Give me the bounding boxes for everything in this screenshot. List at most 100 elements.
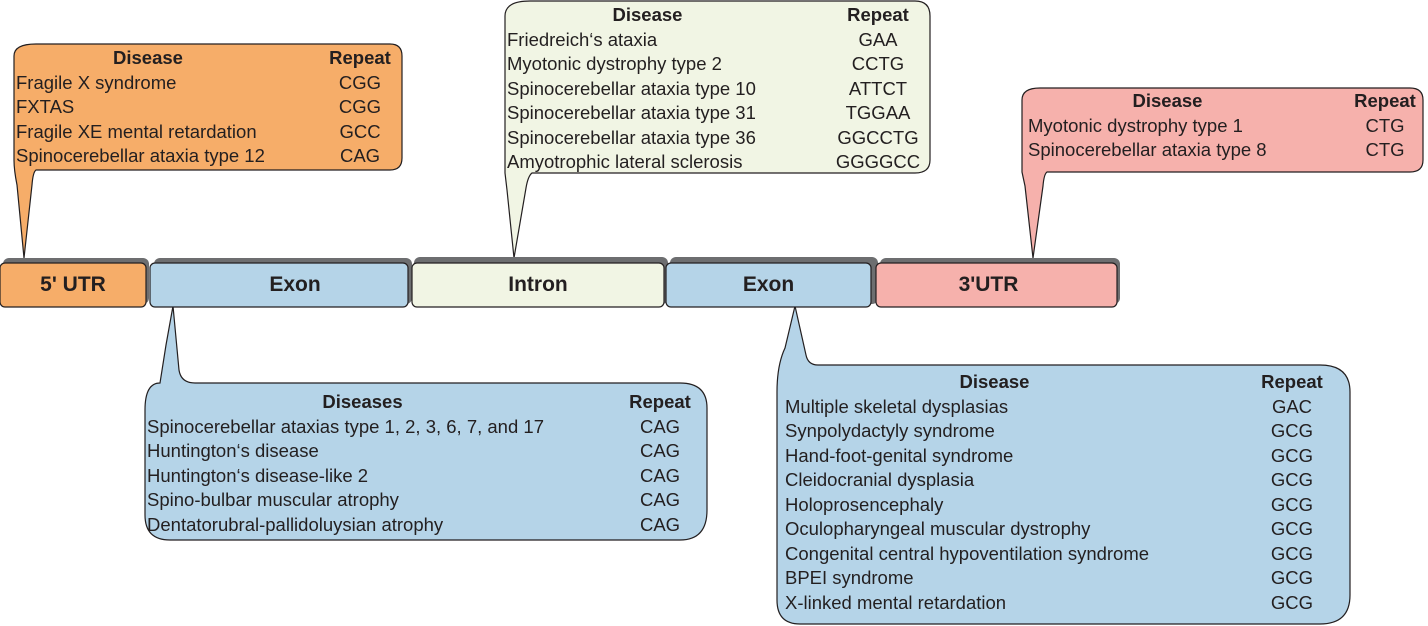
table-row: Huntington‘s disease-like 2 CAG (147, 464, 702, 489)
disease-name: Spino-bulbar muscular atrophy (147, 489, 399, 510)
table-row: BPEI syndrome GCG (785, 566, 1340, 591)
repeat-sequence: GCG (1270, 518, 1314, 539)
table-row: Myotonic dystrophy type 1 CTG (1028, 114, 1423, 139)
disease-name: Spinocerebellar ataxia type 36 (507, 126, 756, 148)
table-row: Oculopharyngeal muscular dystrophy GCG (785, 517, 1340, 542)
column-header-repeat: Repeat (1354, 90, 1416, 111)
segment-utr3 (875, 262, 1118, 308)
disease-name: Spinocerebellar ataxia type 31 (507, 102, 756, 123)
column-header-repeat: Repeat (329, 47, 391, 68)
column-header-repeat: Repeat (629, 391, 691, 412)
disease-name: Spinocerebellar ataxias type 1, 2, 3, 6,… (147, 415, 544, 437)
disease-name: Spinocerebellar ataxia type 10 (507, 77, 756, 99)
callout-utr5-shape (13, 43, 403, 259)
disease-name: BPEI syndrome (785, 567, 914, 588)
repeat-sequence: GCG (1270, 567, 1314, 588)
table-row: Spinocerebellar ataxias type 1, 2, 3, 6,… (147, 415, 702, 440)
segment-label-utr5: 5' UTR (40, 273, 106, 296)
disease-name: Oculopharyngeal muscular dystrophy (785, 518, 1091, 539)
column-header-disease: Disease (1132, 90, 1203, 111)
disease-name: Spinocerebellar ataxia type 12 (16, 145, 265, 166)
callout-intron-shape (504, 0, 931, 259)
table-row: Myotonic dystrophy type 2 CCTG (507, 52, 928, 77)
table-row: Dentatorubral-pallidoluysian atrophy CAG (147, 513, 702, 538)
repeat-sequence: GCC (339, 120, 381, 142)
repeat-sequence: CAG (639, 415, 681, 437)
repeat-sequence: GCG (1270, 469, 1314, 490)
disease-name: Fragile XE mental retardation (16, 120, 257, 142)
disease-name: Synpolydactyly syndrome (785, 420, 995, 441)
repeat-sequence: CGG (338, 96, 382, 117)
table-row: X-linked mental retardation GCG (785, 591, 1340, 616)
repeat-sequence: CAG (639, 464, 681, 486)
repeat-sequence: CAG (639, 513, 681, 535)
repeat-sequence: CTG (1365, 114, 1405, 136)
callout-utr3-shape (1021, 87, 1424, 259)
disease-name: Huntington‘s disease-like 2 (147, 464, 369, 486)
table-row: Spinocerebellar ataxia type 12 CAG (16, 144, 400, 169)
segment-exon2 (665, 262, 872, 308)
repeat-sequence: CTG (1365, 139, 1405, 160)
table-header: Disease Repeat (16, 46, 400, 71)
disease-name: Fragile X syndrome (16, 71, 177, 93)
table-row: Synpolydactyly syndrome GCG (785, 419, 1340, 444)
disease-name: Cleidocranial dysplasia (785, 469, 975, 490)
disease-name: Multiple skeletal dysplasias (785, 395, 1009, 417)
repeat-sequence: GCG (1270, 542, 1314, 564)
callout-exon2-shape (776, 305, 1351, 625)
repeat-sequence: GCG (1270, 591, 1314, 613)
disease-name: Spinocerebellar ataxia type 8 (1028, 139, 1267, 160)
segment-label-exon2: Exon (742, 273, 795, 296)
table-header: Disease Repeat (785, 370, 1340, 395)
column-header-disease: Disease (959, 371, 1030, 392)
table-row: Spinocerebellar ataxia type 31 TGGAA (507, 101, 928, 126)
segment-label-intron: Intron (508, 273, 568, 296)
table-header: Diseases Repeat (147, 390, 702, 415)
repeat-sequence: ATTCT (848, 77, 908, 99)
disease-name: Congenital central hypoventilation syndr… (785, 542, 1150, 564)
repeat-sequence: GGCCTG (837, 126, 919, 148)
table-row: Congenital central hypoventilation syndr… (785, 542, 1340, 567)
table-row: Huntington‘s disease CAG (147, 439, 702, 464)
disease-name: X-linked mental retardation (785, 591, 1007, 613)
disease-name: Huntington‘s disease (147, 440, 319, 461)
repeat-sequence: CAG (639, 489, 681, 510)
table-row: Fragile XE mental retardation GCC (16, 120, 400, 145)
table-header: Disease Repeat (1028, 89, 1423, 114)
disease-name: Dentatorubral-pallidoluysian atrophy (147, 513, 444, 535)
disease-name: Myotonic dystrophy type 2 (507, 53, 722, 74)
repeat-sequence: CCTG (851, 53, 905, 74)
repeat-sequence: GCG (1270, 420, 1314, 441)
disease-name: Holoprosencephaly (785, 493, 944, 515)
repeat-sequence: GCG (1270, 444, 1314, 466)
repeat-sequence: CAG (339, 145, 381, 166)
column-header-disease: Diseases (322, 391, 403, 412)
repeat-sequence: TGGAA (845, 102, 911, 123)
column-header-disease: Disease (113, 47, 183, 68)
repeat-sequence: CAG (639, 440, 681, 461)
segment-label-utr3: 3'UTR (958, 273, 1019, 296)
table-row: Cleidocranial dysplasia GCG (785, 468, 1340, 493)
table-row: Spinocerebellar ataxia type 8 CTG (1028, 138, 1423, 163)
column-header-repeat: Repeat (1261, 371, 1323, 392)
disease-name: Hand-foot-genital syndrome (785, 444, 1014, 466)
table-row: Spinocerebellar ataxia type 36 GGCCTG (507, 126, 928, 151)
segment-label-exon1: Exon (269, 273, 321, 296)
disease-name: Myotonic dystrophy type 1 (1028, 114, 1243, 136)
callout-exon1-shape (144, 305, 708, 541)
table-row: Spino-bulbar muscular atrophy CAG (147, 488, 702, 513)
disease-name: Amyotrophic lateral sclerosis (507, 151, 743, 172)
segment-utr5 (0, 262, 147, 308)
repeat-sequence: GCG (1270, 493, 1314, 515)
repeat-sequence: GAA (858, 28, 898, 50)
table-row: Spinocerebellar ataxia type 10 ATTCT (507, 77, 928, 102)
